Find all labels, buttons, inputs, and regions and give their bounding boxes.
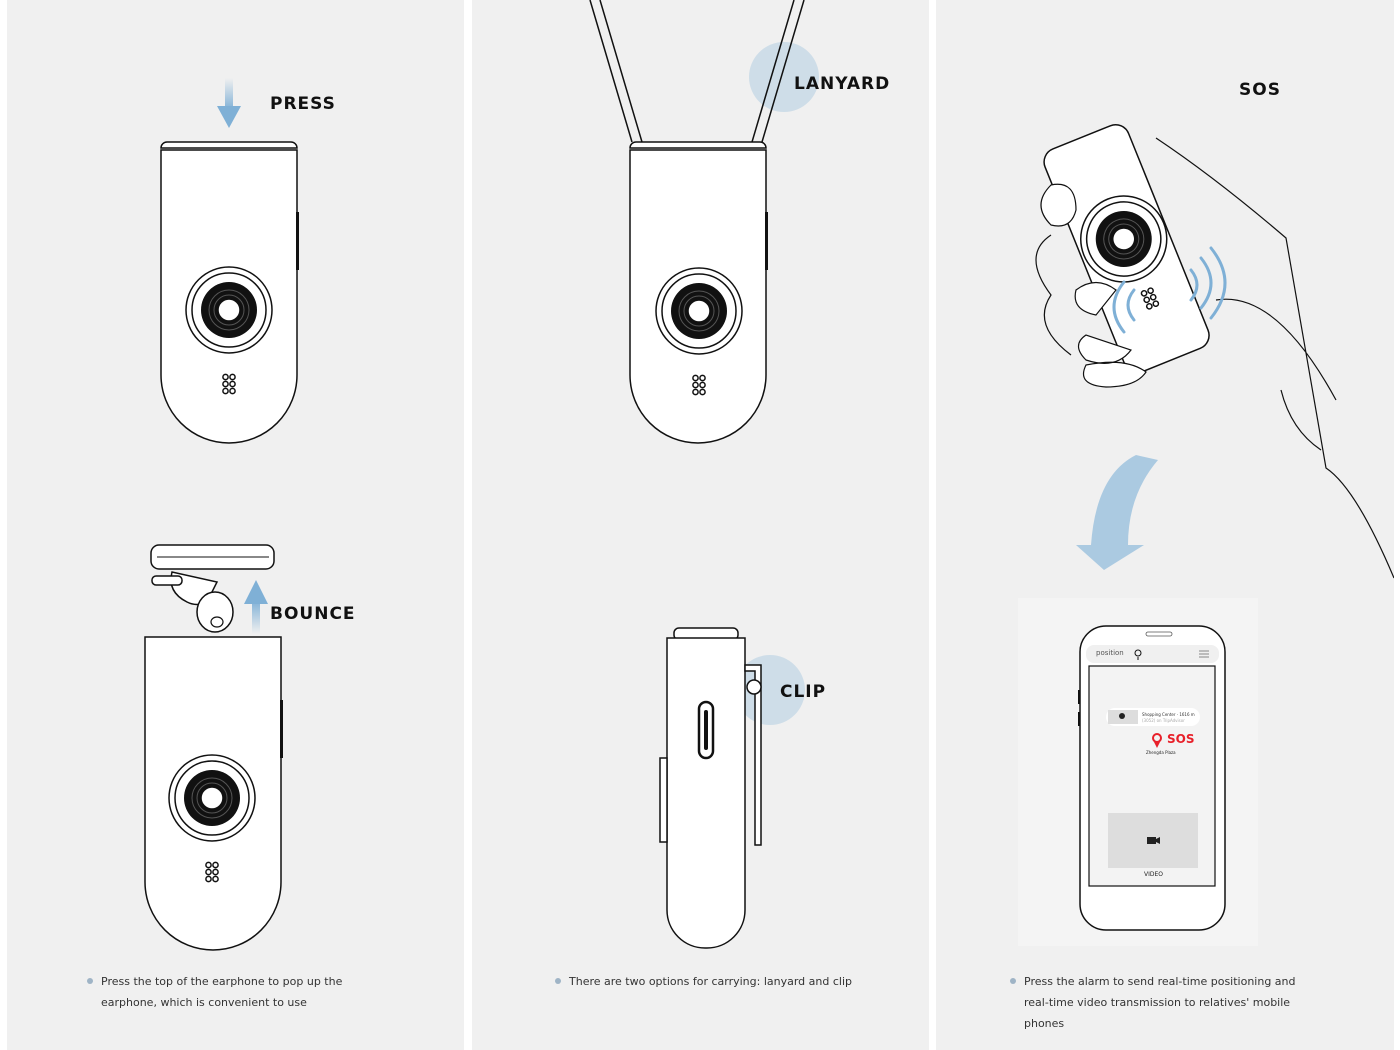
location-pin-icon (1134, 649, 1142, 660)
menu-icon (1199, 650, 1209, 658)
press-label: PRESS (270, 94, 336, 114)
caption-text: Press the top of the earphone to pop up … (101, 975, 343, 1009)
bullet-icon (1010, 978, 1016, 984)
bullet-icon (555, 978, 561, 984)
sos-pin-icon (1152, 733, 1162, 748)
panel-sos: SOS position Shopping Center · 1616 m (3… (936, 0, 1394, 1050)
flow-arrow-icon (1076, 455, 1158, 570)
signal-waves-icon (1112, 246, 1227, 334)
device-illustration-lanyard (589, 0, 819, 949)
place-title[interactable]: Shopping Center · 1616 m (1142, 712, 1195, 717)
sos-map-label: SOS (1167, 732, 1195, 746)
video-camera-icon (1147, 837, 1160, 844)
bounce-label: BOUNCE (270, 604, 356, 624)
panel-press-bounce: PRESS BOUNCE Press the top of the earpho… (7, 0, 464, 1050)
caption-press: Press the top of the earphone to pop up … (87, 971, 361, 1013)
bullet-icon (87, 978, 93, 984)
panel-lanyard-clip: LANYARD CLIP There are two options for c… (472, 0, 929, 1050)
clip-label: CLIP (780, 682, 827, 702)
phone-header-title: position (1096, 649, 1124, 657)
caption-carry: There are two options for carrying: lany… (555, 971, 889, 992)
caption-text: Press the alarm to send real-time positi… (1024, 975, 1296, 1030)
video-label[interactable]: VIDEO (1144, 871, 1164, 878)
place-subtitle: (3052) on TripAdvisor (1142, 718, 1185, 723)
hand-device-illustration (1018, 123, 1394, 946)
device-illustration-press (144, 78, 299, 951)
location-name: Zhengda Plaza (1146, 750, 1176, 755)
caption-text: There are two options for carrying: lany… (569, 975, 852, 988)
bounce-arrow-icon (252, 600, 260, 634)
press-arrow-icon (225, 78, 233, 110)
lanyard-label: LANYARD (794, 74, 891, 94)
sos-label: SOS (1239, 80, 1281, 100)
caption-sos: Press the alarm to send real-time positi… (1010, 971, 1314, 1034)
